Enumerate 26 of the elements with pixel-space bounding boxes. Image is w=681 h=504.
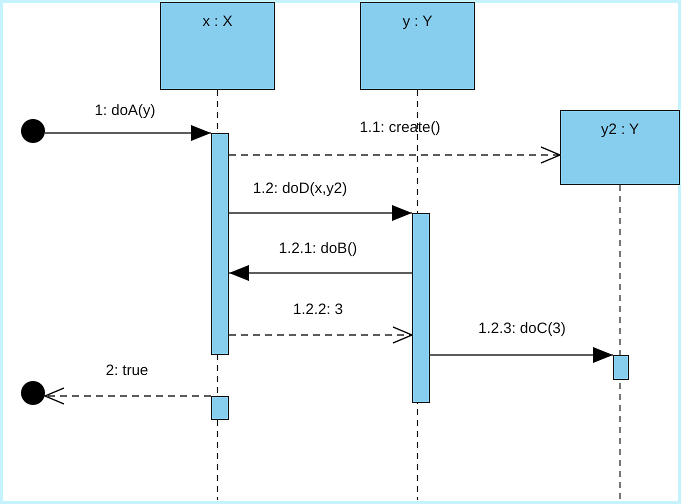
lifeline-head — [560, 110, 680, 185]
message-arrow — [229, 265, 412, 281]
message-arrow — [45, 125, 211, 141]
object-name: x : X — [202, 13, 232, 32]
activation-bar — [211, 396, 229, 420]
message-label: 1.2.3: doC(3) — [478, 320, 566, 337]
terminal-dot — [21, 381, 45, 405]
terminal-dot — [21, 119, 45, 143]
message-label: 1.1: create() — [360, 119, 440, 136]
message-arrow — [229, 146, 561, 164]
lifeline-head — [160, 2, 275, 90]
message-arrow — [229, 326, 413, 344]
message-arrow — [430, 347, 613, 363]
lifeline-head — [360, 2, 475, 90]
message-label: 1.2: doD(x,y2) — [252, 180, 348, 197]
message-label: 1: doA(y) — [94, 102, 156, 119]
message-arrow — [229, 205, 412, 221]
activation-bar — [211, 133, 229, 355]
activation-bar — [412, 213, 430, 403]
message-label: 1.2.2: 3 — [292, 301, 344, 318]
activation-bar — [613, 355, 629, 380]
object-name: y : Y — [402, 13, 432, 32]
object-name: y2 : Y — [600, 121, 640, 140]
message-label: 2: true — [106, 362, 148, 379]
message-label: 1.2.1: doB() — [278, 240, 358, 257]
message-arrow — [44, 387, 211, 405]
